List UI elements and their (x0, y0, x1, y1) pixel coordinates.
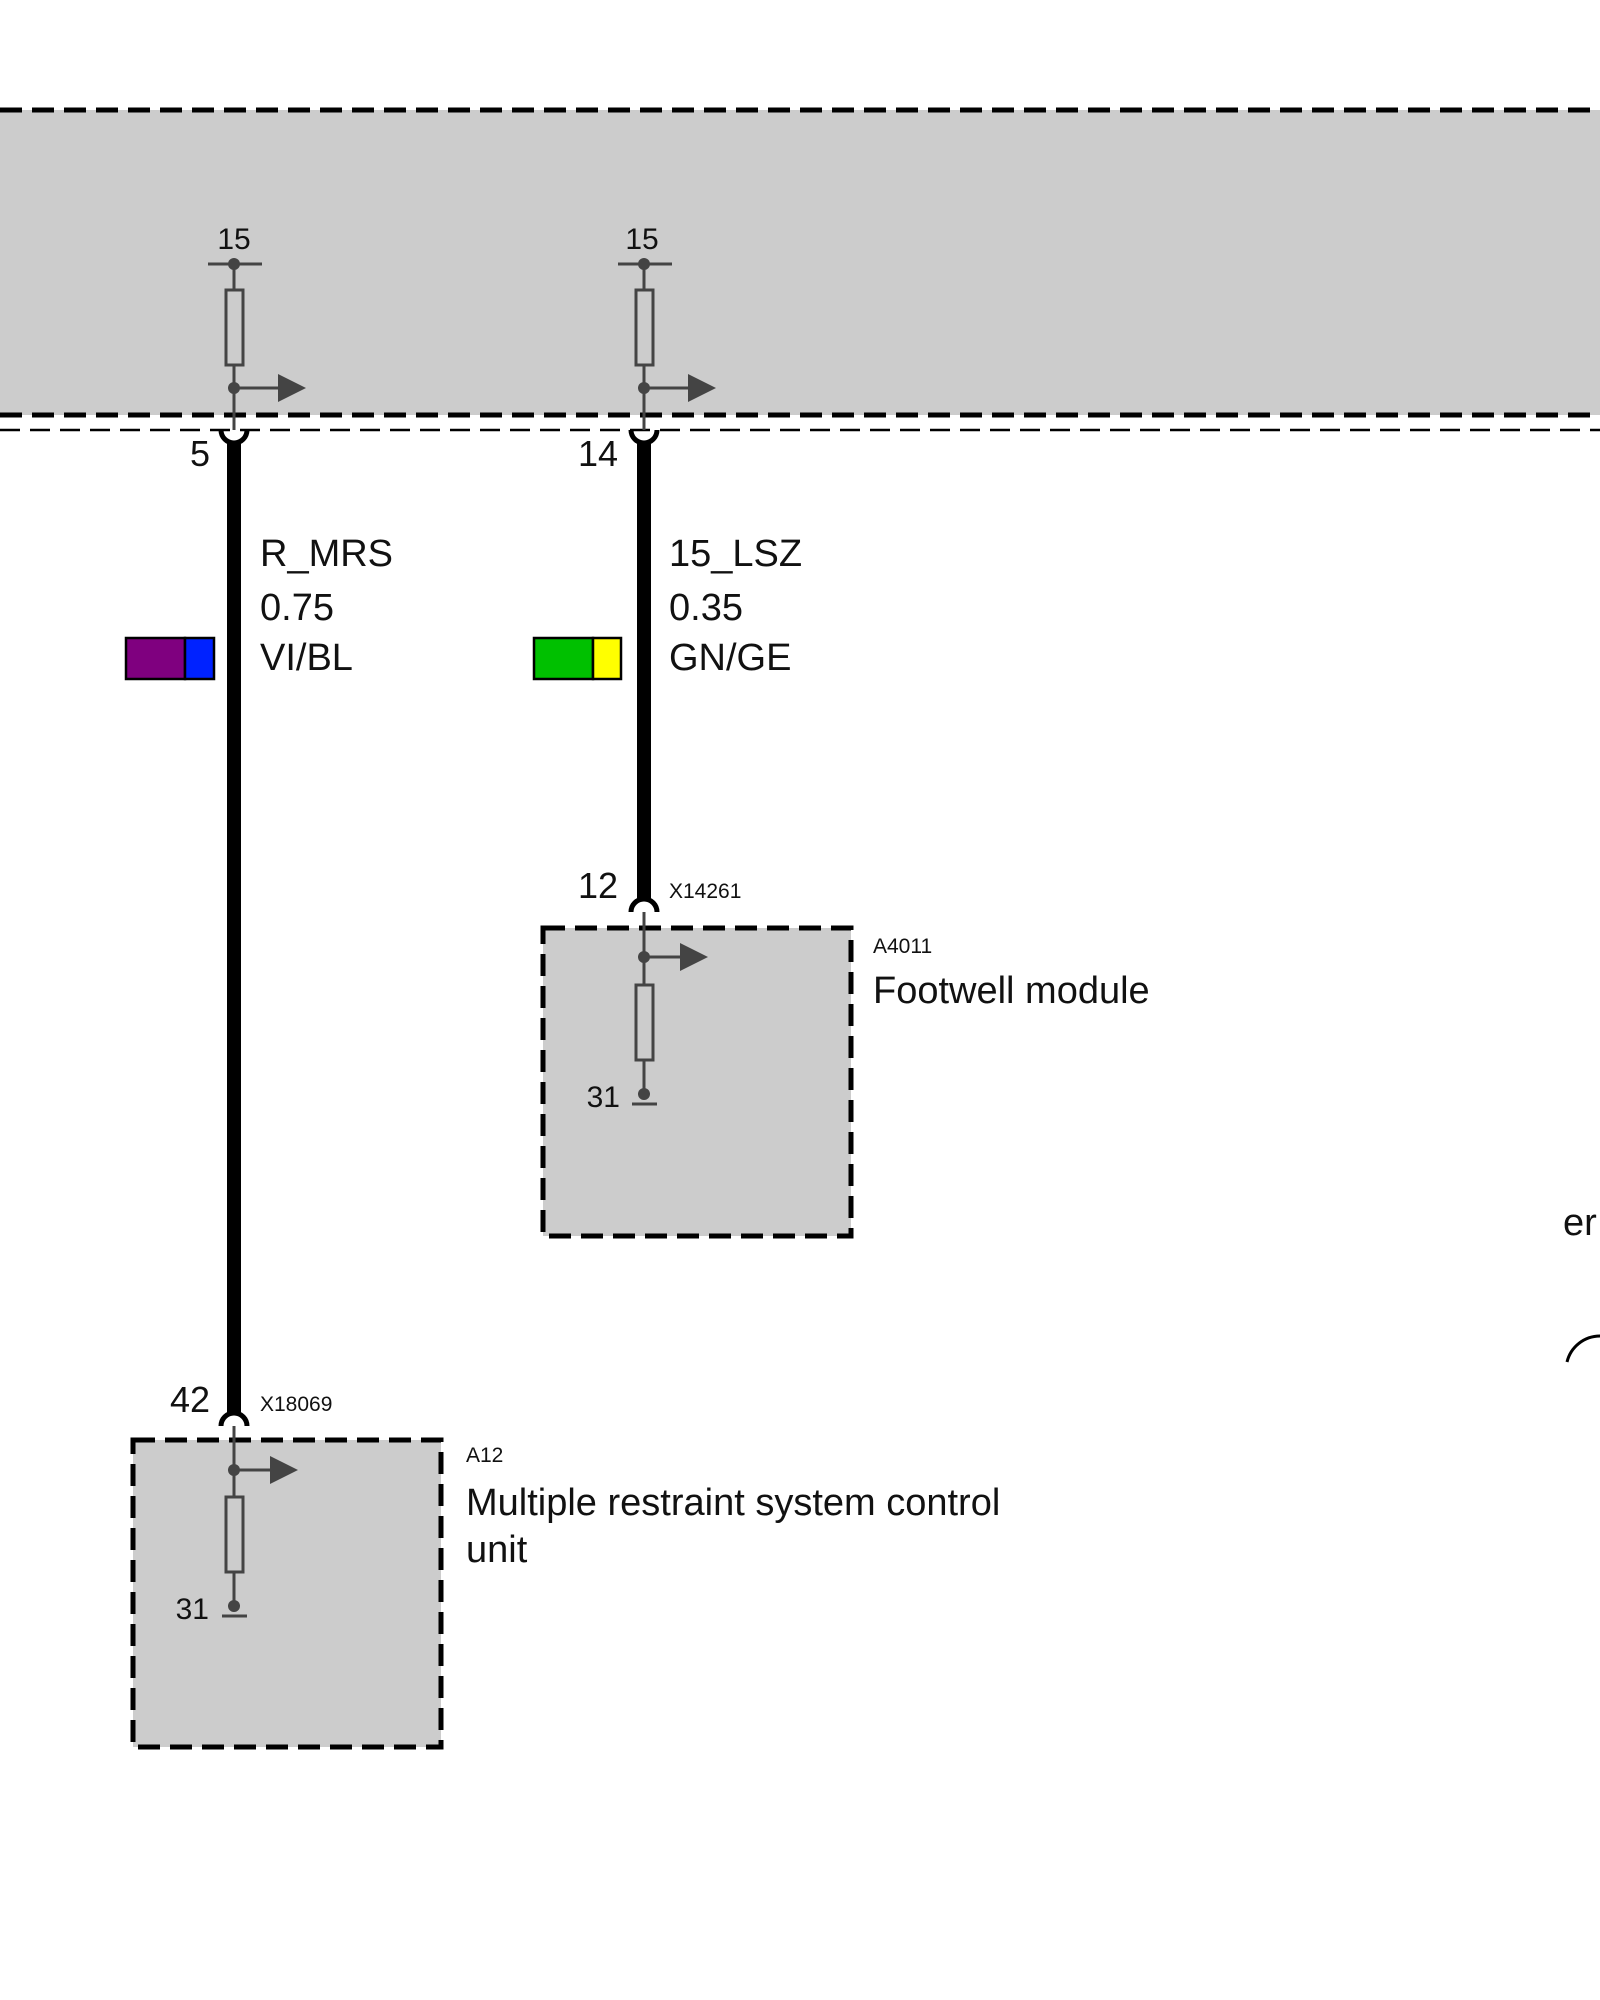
color-swatch-primary-1 (124, 636, 187, 681)
ground-node-3 (638, 1088, 650, 1100)
wire-cross-section-2: 0.35 (669, 587, 743, 629)
footwell-module-box (540, 925, 854, 1239)
restraint-module-name-line2: unit (466, 1529, 528, 1571)
connector-id-2: X14261 (669, 880, 741, 903)
wire-color-code-2: GN/GE (669, 637, 791, 679)
terminal-15-label-1: 15 (217, 223, 250, 256)
right-edge-fragments: er (1563, 1202, 1600, 1363)
signal-arrow-icon-4 (270, 1456, 298, 1484)
cut-off-arc-fragment (1565, 1334, 1600, 1363)
ground-terminal-label-restraint: 31 (176, 1593, 209, 1626)
wire-signal-name-2: 15_LSZ (669, 533, 802, 575)
pin-number-top-2: 14 (578, 433, 618, 474)
wire-r-mrs: 5 R_MRS 0.75 VI/BL 42 X18069 (124, 429, 393, 1427)
pin-number-bottom-1: 42 (170, 1379, 210, 1420)
color-swatch-secondary-1 (183, 636, 216, 681)
pin-socket-icon-top-1 (218, 429, 250, 446)
restraint-module: 31 A12 Multiple restraint system control… (130, 1426, 1000, 1750)
footwell-module: 31 A4011 Footwell module (540, 912, 1150, 1239)
color-swatch-secondary-2 (591, 636, 623, 681)
connector-id-1: X18069 (260, 1393, 332, 1416)
signal-arrow-icon-2 (688, 374, 716, 402)
footwell-module-name: Footwell module (873, 970, 1150, 1012)
internal-circuit-2: 15 (618, 223, 716, 430)
pin-socket-icon-top-2 (628, 429, 660, 446)
pin-socket-icon-bottom-2 (628, 896, 660, 913)
color-swatch-primary-2 (532, 636, 595, 681)
pin-number-top-1: 5 (190, 433, 210, 474)
signal-arrow-icon-3 (680, 943, 708, 971)
footwell-module-id: A4011 (873, 935, 932, 958)
top-module-fill (0, 110, 1600, 415)
ground-node-4 (228, 1600, 240, 1612)
wire-color-swatch-2 (532, 636, 623, 681)
top-control-module: 15 15 (0, 107, 1600, 432)
wire-15-lsz: 14 15_LSZ 0.35 GN/GE 12 X14261 (532, 429, 802, 913)
wire-signal-name-1: R_MRS (260, 533, 393, 575)
terminal-15-label-2: 15 (625, 223, 658, 256)
restraint-module-box (130, 1437, 444, 1750)
pin-number-bottom-2: 12 (578, 865, 618, 906)
wire-color-swatch-1 (124, 636, 216, 681)
wire-color-code-1: VI/BL (260, 637, 353, 679)
wire-cross-section-1: 0.75 (260, 587, 334, 629)
internal-circuit-1: 15 (208, 223, 306, 430)
cut-off-label-fragment: er (1563, 1202, 1597, 1244)
restraint-module-id: A12 (466, 1444, 503, 1467)
pin-socket-icon-bottom-1 (218, 1410, 250, 1427)
ground-terminal-label-footwell: 31 (587, 1081, 620, 1114)
restraint-module-name-line1: Multiple restraint system control (466, 1482, 1000, 1524)
signal-arrow-icon-1 (278, 374, 306, 402)
